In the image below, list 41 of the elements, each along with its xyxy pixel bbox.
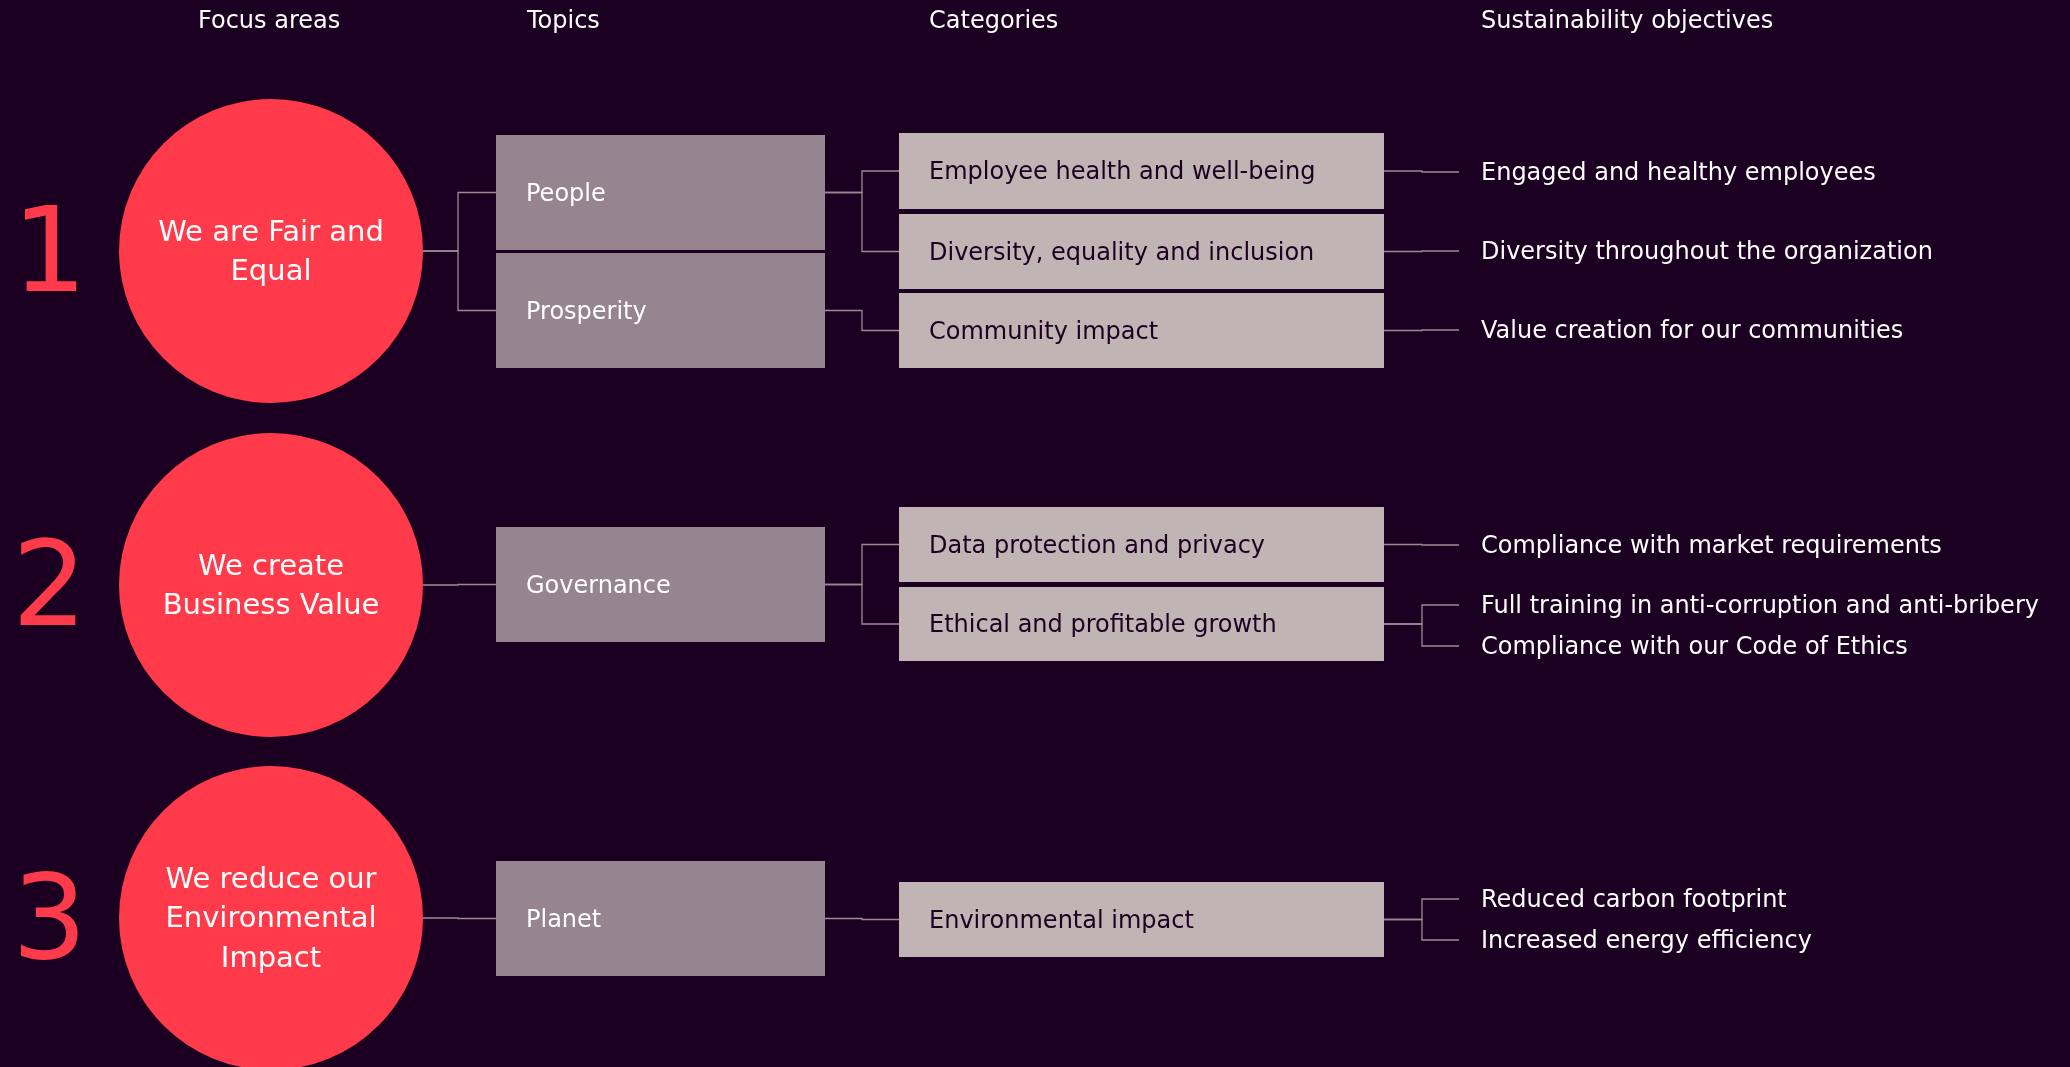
- connector-line: [1383, 329, 1460, 332]
- category-box: Employee health and well-being: [899, 133, 1384, 209]
- category-box: Community impact: [899, 293, 1384, 368]
- topic-box: Prosperity: [496, 253, 825, 368]
- connector-line: [1383, 918, 1460, 941]
- connector-line: [1383, 623, 1460, 647]
- connector-line: [422, 250, 497, 312]
- connector-line: [422, 917, 497, 920]
- focus-area-number: 3: [12, 858, 88, 976]
- focus-area-circle: We reduce our Environmental Impact: [119, 766, 423, 1067]
- topic-box: Governance: [496, 527, 825, 642]
- connector-line: [824, 583, 900, 625]
- objective-text: Increased energy efficiency: [1459, 920, 2070, 960]
- category-box: Data protection and privacy: [899, 507, 1384, 582]
- focus-area-number: 1: [12, 191, 88, 309]
- column-heading: Topics: [527, 6, 600, 34]
- objective-text: Compliance with market requirements: [1459, 525, 2070, 565]
- topic-box: People: [496, 135, 825, 250]
- connector-line: [824, 191, 900, 253]
- focus-area-number: 2: [12, 525, 88, 643]
- focus-area-circle: We create Business Value: [119, 433, 423, 737]
- column-heading: Sustainability objectives: [1481, 6, 1774, 34]
- column-heading: Focus areas: [198, 6, 341, 34]
- column-heading: Categories: [929, 6, 1059, 34]
- objective-text: Diversity throughout the organization: [1459, 231, 2070, 271]
- focus-area-circle: We are Fair and Equal: [119, 99, 423, 403]
- connector-line: [422, 583, 497, 586]
- connector-line: [1383, 543, 1460, 546]
- objective-text: Compliance with our Code of Ethics: [1459, 626, 2070, 666]
- connector-line: [1383, 250, 1460, 253]
- connector-line: [1383, 170, 1460, 173]
- objective-text: Value creation for our communities: [1459, 310, 2070, 350]
- connector-line: [824, 309, 900, 332]
- objective-text: Engaged and healthy employees: [1459, 152, 2070, 192]
- category-box: Ethical and profitable growth: [899, 587, 1384, 661]
- objective-text: Full training in anti-corruption and anti-bribery: [1459, 585, 2070, 625]
- connector-line: [824, 917, 900, 921]
- objective-text: Reduced carbon footprint: [1459, 879, 2070, 919]
- category-box: Diversity, equality and inclusion: [899, 214, 1384, 289]
- category-box: Environmental impact: [899, 882, 1384, 957]
- topic-box: Planet: [496, 861, 825, 976]
